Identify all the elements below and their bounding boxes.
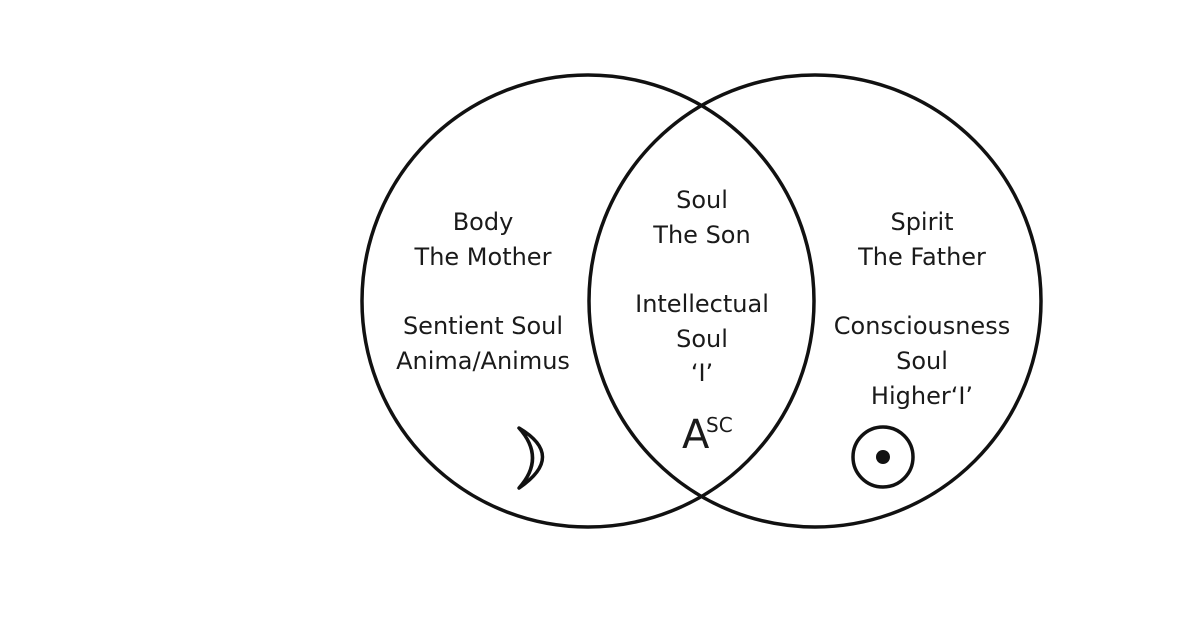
right-line-6: Higher‘I’ <box>871 382 973 410</box>
moon-icon <box>517 426 545 490</box>
center-line-1: Soul <box>676 186 728 214</box>
center-line-6: ‘I’ <box>691 359 713 387</box>
asc-superscript: SC <box>706 413 733 437</box>
left-line-4: Sentient Soul <box>403 312 563 340</box>
right-circle-labels: Spirit The Father Consciousness Soul Hig… <box>834 208 1010 410</box>
center-line-4: Intellectual <box>635 290 769 318</box>
asc-letter: A <box>682 412 710 458</box>
right-line-5: Soul <box>896 347 948 375</box>
right-line-4: Consciousness <box>834 312 1010 340</box>
left-circle <box>360 73 816 529</box>
right-circle <box>587 73 1043 529</box>
center-line-2: The Son <box>652 221 750 249</box>
right-line-2: The Father <box>857 243 986 271</box>
left-line-2: The Mother <box>414 243 552 271</box>
left-line-5: Anima/Animus <box>396 347 570 375</box>
sun-icon <box>851 425 915 489</box>
left-line-1: Body <box>453 208 514 236</box>
left-circle-labels: Body The Mother Sentient Soul Anima/Anim… <box>396 208 570 375</box>
center-region-labels: Soul The Son Intellectual Soul ‘I’ <box>635 186 769 387</box>
right-line-1: Spirit <box>890 208 953 236</box>
ascendant-symbol: A SC <box>682 412 733 458</box>
center-line-5: Soul <box>676 325 728 353</box>
